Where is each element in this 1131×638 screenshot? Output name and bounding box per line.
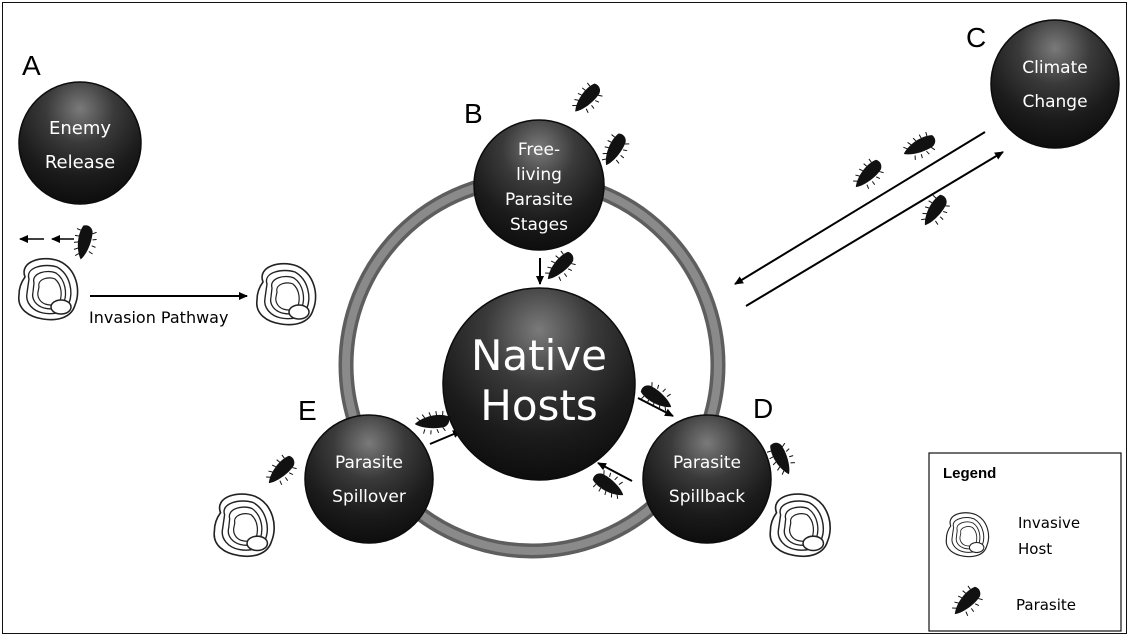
oyster-icon — [769, 493, 831, 558]
legend-invasive-host-line1: Invasive — [1018, 514, 1080, 532]
legend-parasite-label: Parasite — [1016, 596, 1076, 614]
node-climate-line2: Change — [1022, 92, 1087, 112]
panel-letter-b: B — [464, 98, 483, 129]
node-enemy-release-line2: Release — [45, 152, 115, 173]
node-enemy-release-line1: Enemy — [49, 118, 111, 139]
panel-letter-c: C — [966, 22, 986, 53]
node-spillover-line2: Spillover — [332, 487, 406, 507]
node-free-living-line3: Parasite — [505, 190, 573, 210]
arrow-spillback-to-native — [597, 462, 633, 482]
parasite-icon — [597, 129, 634, 172]
parasite-icon — [916, 190, 954, 233]
parasite-icon — [540, 246, 581, 288]
node-free-living-line4: Stages — [510, 215, 568, 235]
oyster-icon — [17, 257, 79, 321]
node-parasite-spillback: Parasite Spillback — [642, 414, 772, 544]
parasite-icon — [261, 450, 302, 492]
parasite-icon — [636, 378, 679, 416]
invasion-pathway-label: Invasion Pathway — [89, 308, 228, 327]
node-parasite-spillover: Parasite Spillover — [304, 414, 434, 544]
parasite-icon — [567, 78, 608, 121]
panel-letter-d: D — [753, 393, 773, 424]
node-spillback-line2: Spillback — [669, 487, 745, 507]
node-climate-line1: Climate — [1022, 58, 1087, 78]
arrow-climate-to-system — [734, 131, 986, 285]
legend: Legend Invasive Host Parasite — [928, 452, 1122, 632]
parasite-icon — [412, 408, 452, 438]
oyster-icon — [213, 493, 275, 558]
node-free-living-line1: Free- — [518, 140, 560, 160]
parasite-icon — [71, 223, 99, 262]
oyster-icon — [255, 262, 317, 326]
node-free-living-line2: living — [516, 165, 562, 185]
panel-letter-e: E — [298, 395, 317, 426]
parasite-icon — [588, 466, 631, 504]
node-free-living-parasite-stages: Free- living Parasite Stages — [473, 119, 605, 251]
arrow-native-to-spillback — [637, 397, 674, 417]
legend-invasive-host-line2: Host — [1018, 540, 1052, 558]
panel-letter-a: A — [22, 50, 41, 81]
node-native-hosts-line2: Hosts — [480, 381, 598, 430]
parasite-icon — [848, 154, 889, 196]
node-native-hosts-line1: Native — [471, 331, 607, 380]
legend-oyster-icon — [945, 512, 990, 558]
node-spillover-line1: Parasite — [335, 453, 403, 473]
node-native-hosts: Native Hosts — [442, 287, 636, 481]
arrow-system-to-climate — [745, 151, 1004, 307]
node-spillback-line1: Parasite — [673, 453, 741, 473]
node-enemy-release: Enemy Release — [18, 81, 142, 205]
node-climate-change: Climate Change — [990, 19, 1120, 149]
legend-title: Legend — [943, 465, 996, 482]
parasite-icon — [898, 128, 941, 166]
